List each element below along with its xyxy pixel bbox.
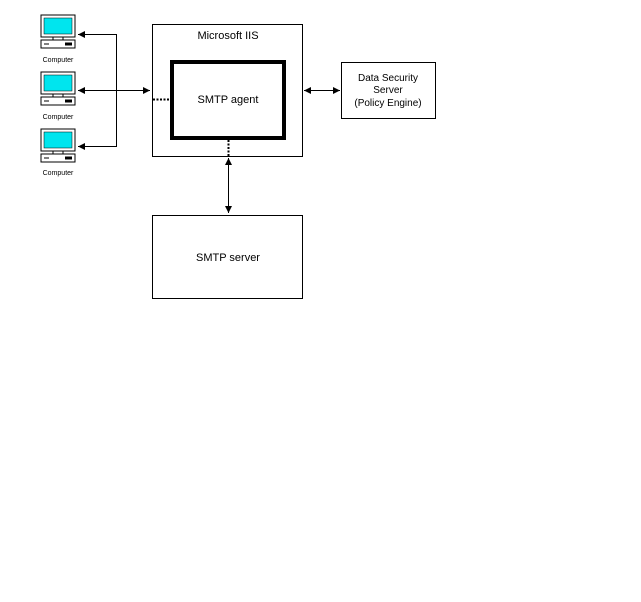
computer-icon bbox=[40, 71, 76, 106]
data-security-label-2: Server bbox=[373, 85, 403, 96]
smtp-server-label: SMTP server bbox=[196, 252, 260, 264]
computer-connectors bbox=[78, 31, 150, 150]
data-security-label-1: Data Security bbox=[358, 73, 418, 84]
computer-3 bbox=[40, 128, 76, 163]
smtp-server-box bbox=[152, 215, 303, 299]
computer-1-label: Computer bbox=[43, 57, 74, 64]
computer-icon bbox=[40, 14, 76, 49]
computer-2 bbox=[40, 71, 76, 106]
computer-3-label: Computer bbox=[43, 170, 74, 177]
computer-1 bbox=[40, 14, 76, 49]
smtp-agent-label: SMTP agent bbox=[198, 94, 259, 106]
data-security-label-3: (Policy Engine) bbox=[354, 98, 421, 109]
computer-2-label: Computer bbox=[43, 114, 74, 121]
computer-icon bbox=[40, 128, 76, 163]
data-security-server-box bbox=[341, 62, 436, 119]
smtp-agent-box bbox=[170, 60, 286, 140]
iis-label: Microsoft IIS bbox=[197, 30, 258, 42]
